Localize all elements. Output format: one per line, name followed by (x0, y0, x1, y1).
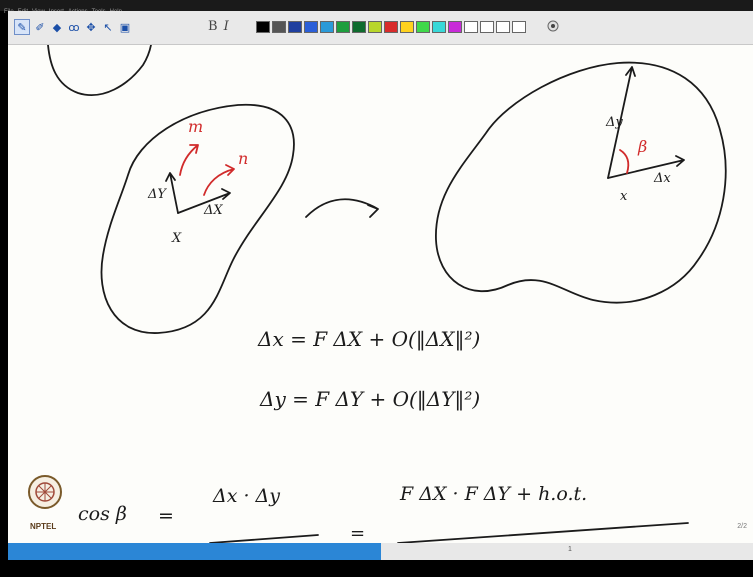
color-palette (256, 21, 526, 33)
label-dX: ΔX (204, 203, 223, 218)
page-indicator: 2/2 (737, 523, 747, 530)
color-swatch[interactable] (464, 21, 478, 33)
ink-drawing (47, 45, 727, 543)
mapping-arrow (305, 198, 379, 218)
color-swatch[interactable] (496, 21, 510, 33)
pen-tool-icon[interactable]: ✎ (14, 19, 30, 35)
color-swatch[interactable] (448, 21, 462, 33)
label-X: X (172, 231, 182, 246)
color-swatch[interactable] (336, 21, 350, 33)
bottom-border (0, 560, 753, 577)
color-swatch[interactable] (320, 21, 334, 33)
fraction-bar-left (209, 534, 319, 543)
color-swatch[interactable] (400, 21, 414, 33)
color-swatch[interactable] (512, 21, 526, 33)
color-swatch[interactable] (368, 21, 382, 33)
numerator-dx-dy: Δx · Δy (213, 485, 281, 507)
menu-bar: FileEditViewInsertActionsToolsHelp (0, 0, 753, 15)
nptel-logo-text: NPTEL (30, 522, 57, 531)
color-swatch[interactable] (432, 21, 446, 33)
label-dY: ΔY (148, 187, 166, 202)
vector-m-arrow (179, 144, 199, 176)
lasso-tool-icon[interactable]: ꝏ (68, 20, 80, 34)
color-swatch[interactable] (352, 21, 366, 33)
label-beta: β (638, 137, 648, 156)
fraction-bar-right (397, 522, 689, 543)
equation-dx: Δx = F ΔX + O(‖ΔX‖²) (258, 327, 481, 351)
partial-region-boundary (47, 45, 152, 96)
toolbar: ✎ ✐ ◆ ꝏ ✥ ↖ ▣ B I (8, 11, 753, 45)
vector-dY-arrow (165, 172, 179, 214)
vector-dX-arrow (177, 188, 231, 214)
color-swatch[interactable] (480, 21, 494, 33)
nptel-logo (25, 470, 65, 518)
reference-body-boundary (100, 103, 295, 334)
status-bar: 1 (8, 543, 753, 560)
eraser-tool-icon[interactable]: ◆ (52, 20, 62, 34)
vector-n-arrow (203, 164, 235, 196)
color-swatch[interactable] (288, 21, 302, 33)
color-swatch[interactable] (384, 21, 398, 33)
drawing-tools: ✎ ✐ ◆ ꝏ ✥ ↖ ▣ (14, 18, 194, 36)
bold-button[interactable]: B (208, 19, 218, 34)
highlighter-tool-icon[interactable]: ✐ (35, 20, 45, 34)
equals-sign-2: = (350, 523, 366, 543)
angle-beta-arc (619, 149, 630, 174)
vector-dx-arrow (607, 155, 685, 179)
status-page-number: 1 (568, 546, 572, 553)
label-dy: Δy (606, 115, 623, 130)
color-swatch[interactable] (304, 21, 318, 33)
insert-space-icon[interactable]: ▣ (119, 20, 131, 34)
label-dx: Δx (654, 171, 671, 186)
current-body-boundary (435, 61, 727, 304)
italic-button[interactable]: I (223, 19, 229, 34)
whiteboard-canvas[interactable]: m n ΔY ΔX X Δy β Δx x Δx = F ΔX + O(‖ΔX‖… (8, 45, 753, 543)
label-m: m (188, 117, 204, 136)
color-swatch[interactable] (256, 21, 270, 33)
vector-dy-arrow (607, 66, 636, 179)
color-swatch[interactable] (272, 21, 286, 33)
equation-dy: Δy = F ΔY + O(‖ΔY‖²) (260, 387, 481, 411)
equals-sign-1: = (158, 505, 174, 527)
numerator-rhs: F ΔX · F ΔY + h.o.t. (400, 483, 588, 505)
cos-beta: cos β (78, 503, 127, 525)
color-swatch[interactable] (416, 21, 430, 33)
progress-bar[interactable] (8, 543, 381, 560)
pointer-tool-icon[interactable]: ↖ (103, 20, 113, 34)
shapes-tool-icon[interactable]: ✥ (86, 20, 96, 34)
color-wheel-icon[interactable] (546, 19, 560, 33)
label-n: n (238, 149, 249, 168)
label-x: x (620, 189, 628, 204)
